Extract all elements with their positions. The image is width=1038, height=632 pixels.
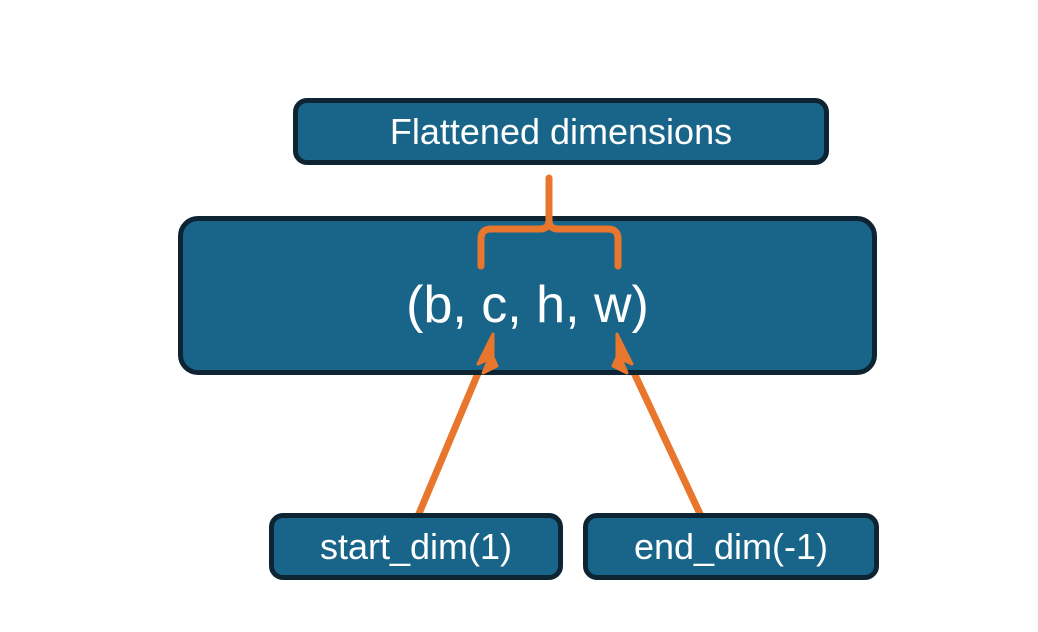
box-tensor-shape[interactable]: (b, c, h, w) [178,216,877,375]
arrow-start-dim-to-c-shaft [414,345,493,518]
box-start-dim[interactable]: start_dim(1) [269,513,563,580]
box-start-dim-label: start_dim(1) [319,525,513,567]
box-end-dim[interactable]: end_dim(-1) [583,513,879,580]
box-tensor-shape-label: (b, c, h, w) [406,275,649,334]
box-end-dim-label: end_dim(-1) [633,525,829,567]
arrow-end-dim-to-w-shaft [618,345,705,518]
box-flattened-dimensions-label: Flattened dimensions [389,110,733,152]
box-flattened-dimensions[interactable]: Flattened dimensions [293,98,829,165]
